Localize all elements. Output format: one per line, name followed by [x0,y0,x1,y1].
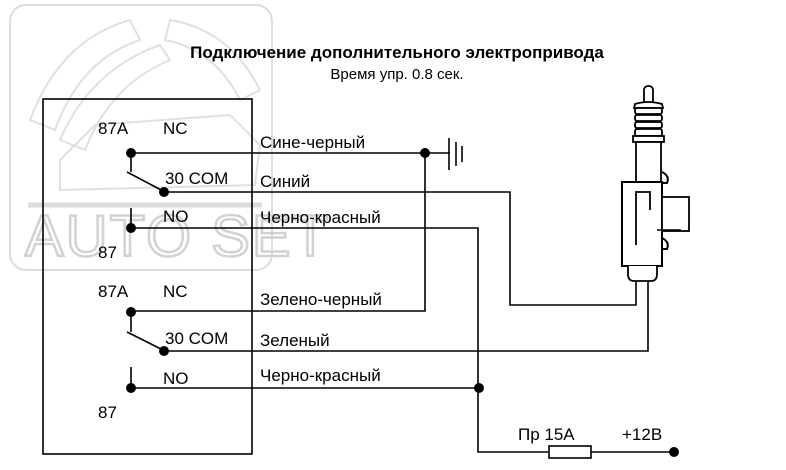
watermark: AUTO SET [9,4,330,271]
relay-2-pin-87: 87 [98,403,117,422]
relay-1-pin-87: 87 [98,243,117,262]
relay-module-box [42,98,253,455]
wire-label-blue: Синий [260,172,310,191]
wire-black-red-1 [131,227,549,453]
relay-1-pin-87a: 87A [98,119,129,138]
relay-1-pin-com: 30 COM [165,169,228,188]
fuse-label: Пр 15А [518,425,575,444]
wire-label-green: Зеленый [260,331,330,350]
wire-label-green-black: Зелено-черный [260,290,382,309]
relay-1-switch-arm [126,171,164,192]
diagram-subtitle: Время упр. 0.8 сек. [330,66,463,83]
relay-1-pin-nc: NC [163,119,188,138]
supply-label: +12В [622,425,662,444]
diagram-title: Подключение дополнительного электроприво… [190,43,604,62]
power-terminal [669,447,679,457]
relay-1: 87A NC 30 COM NO 87 [98,119,228,262]
relay-2-switch-arm [126,331,164,351]
wire-green [164,281,649,352]
relay-2-pin-nc: NC [163,282,188,301]
relay-1-pin-no: NO [163,207,189,226]
wire-label-black-red-1: Черно-красный [260,208,381,227]
relay-2-pin-87a: 87A [98,282,129,301]
watermark-text: AUTO SET [25,204,330,269]
relay-2: 87A NC 30 COM NO 87 [98,282,228,422]
wire-label-blue-black: Сине-черный [260,133,365,152]
wire-green-black [131,153,426,312]
power-junction [474,383,484,393]
wire-blue [164,191,637,306]
relay-2-pin-no: NO [163,369,189,388]
actuator-icon [621,85,690,282]
wire-label-black-red-2: Черно-красный [260,366,381,385]
ground-icon [448,138,463,170]
fuse-icon [548,445,592,459]
relay-2-pin-com: 30 COM [165,329,228,348]
